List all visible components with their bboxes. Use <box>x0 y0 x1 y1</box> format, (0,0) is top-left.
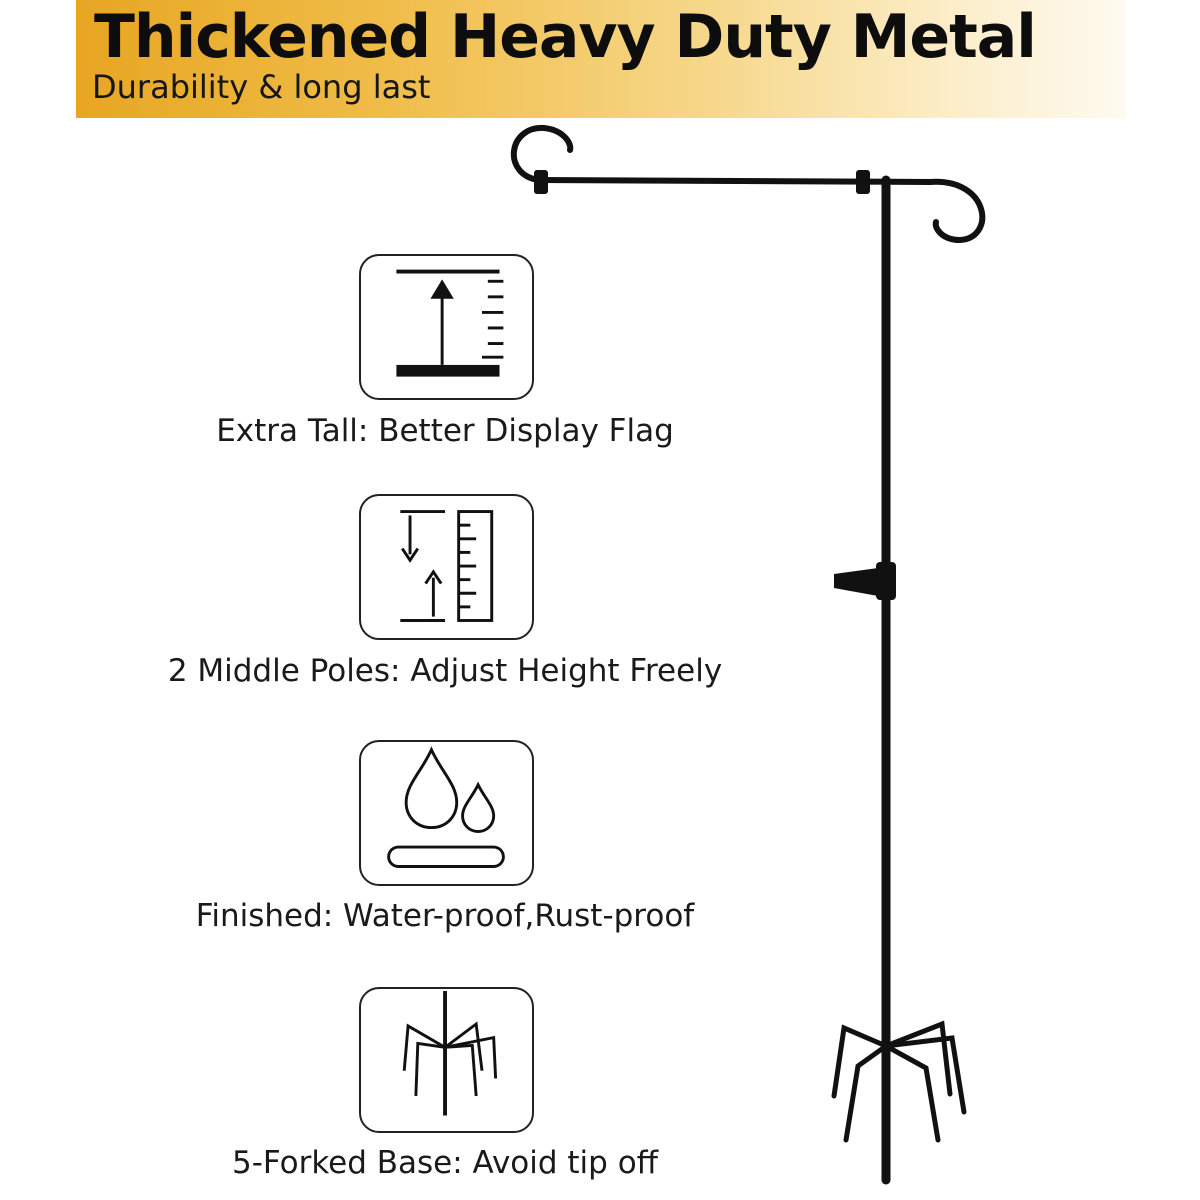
feature-label-tall: Extra Tall: Better Display Flag <box>216 413 674 449</box>
feature-label-poles: 2 Middle Poles: Adjust Height Freely <box>167 653 723 689</box>
feature-label-finish: Finished: Water-proof,Rust-proof <box>195 898 695 934</box>
header-banner: Thickened Heavy Duty Metal Durability & … <box>76 0 1125 118</box>
forked-base-icon <box>359 987 534 1133</box>
banner-subtitle: Durability & long last <box>92 68 431 106</box>
flag-stand-image <box>490 118 1010 1200</box>
height-ruler-icon <box>359 254 534 400</box>
water-drops-icon <box>359 740 534 886</box>
feature-label-base: 5-Forked Base: Avoid tip off <box>231 1145 659 1181</box>
adjust-height-icon <box>359 494 534 640</box>
banner-title: Thickened Heavy Duty Metal <box>94 2 1037 72</box>
